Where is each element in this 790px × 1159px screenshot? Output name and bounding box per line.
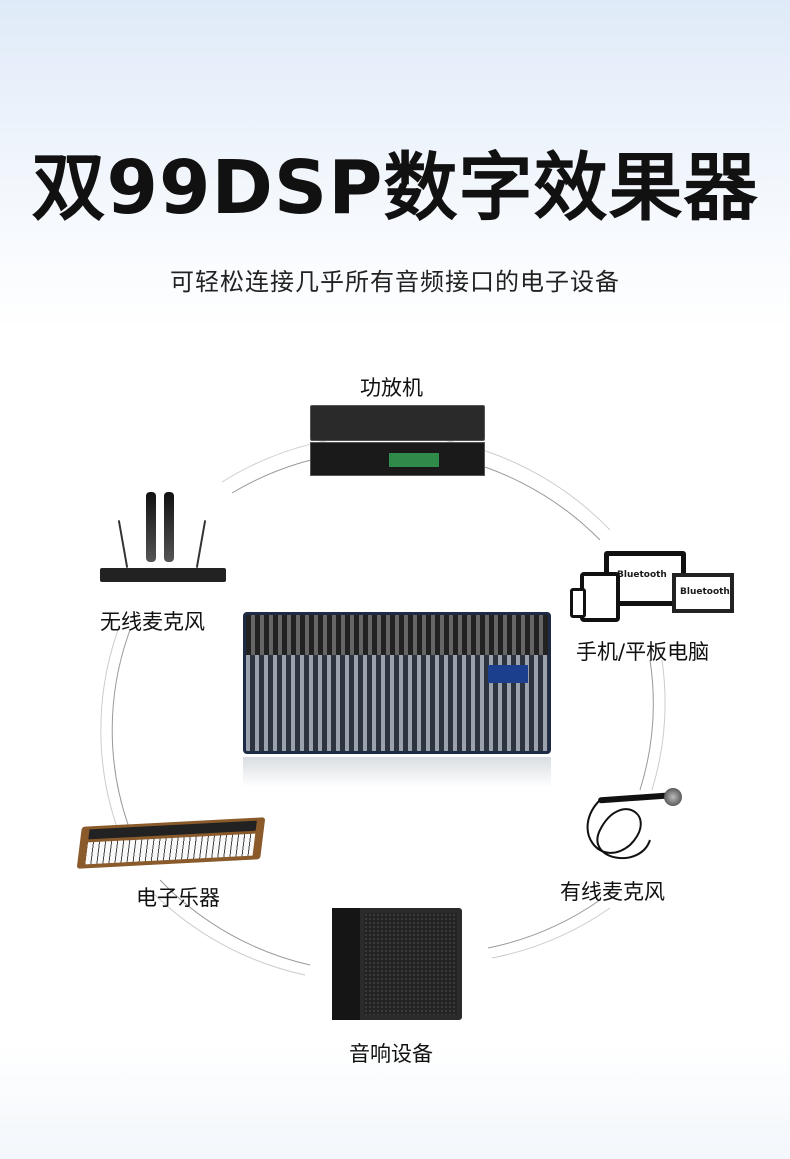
phone-icon <box>570 588 586 618</box>
bluetooth-text: Bluetooth <box>617 570 667 580</box>
device-label-wired-mic: 有线麦克风 <box>560 880 665 904</box>
wireless-microphone-icon <box>100 490 226 582</box>
device-label-phone-tablet: 手机/平板电脑 <box>576 640 710 664</box>
mixer-console-icon <box>243 612 551 754</box>
mixer-reflection <box>243 757 551 787</box>
device-label-amplifier: 功放机 <box>360 376 423 400</box>
amplifier-rear-icon <box>310 442 485 476</box>
bluetooth-text: Bluetooth <box>680 587 730 597</box>
speaker-icon <box>332 908 462 1020</box>
page-subtitle: 可轻松连接几乎所有音频接口的电子设备 <box>170 268 620 296</box>
amplifier-icon <box>310 405 485 441</box>
device-label-keyboard: 电子乐器 <box>136 886 220 910</box>
wired-microphone-icon <box>597 788 682 806</box>
device-label-speaker: 音响设备 <box>349 1042 433 1066</box>
laptop-icon: Bluetooth <box>672 573 734 613</box>
device-label-wireless-mic: 无线麦克风 <box>100 610 205 634</box>
page-title: 双99DSP数字效果器 <box>31 145 759 231</box>
wireless-receiver-icon <box>100 568 226 582</box>
